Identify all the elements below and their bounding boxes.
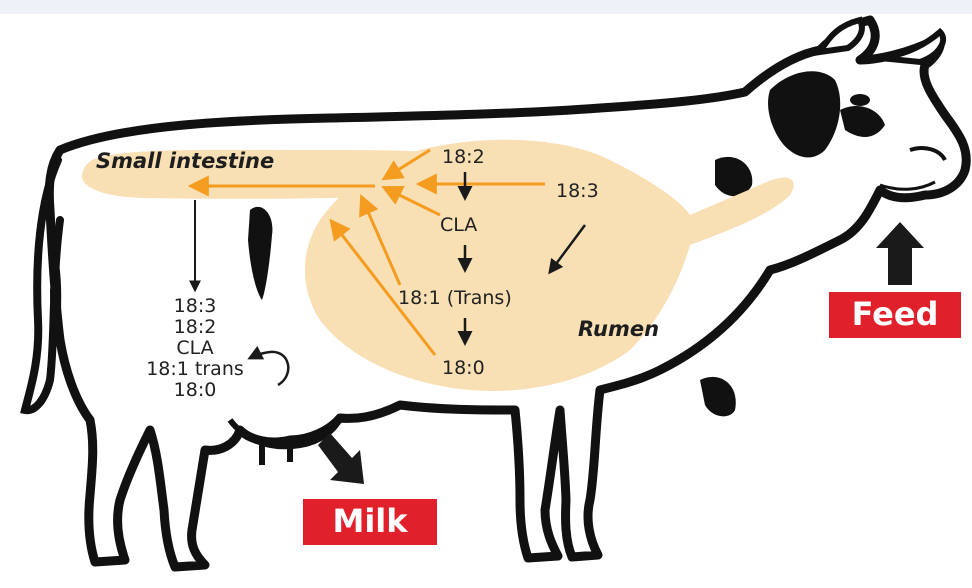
rumen-18-1-trans: 18:1 (Trans): [398, 287, 512, 309]
intestine-fatty-acid-list: 18:3 18:2 CLA 18:1 trans 18:0: [120, 296, 270, 401]
list-item: 18:3: [120, 296, 270, 317]
list-item: CLA: [120, 338, 270, 359]
list-item: 18:2: [120, 317, 270, 338]
milk-arrow: [318, 433, 364, 484]
cow-eye: [850, 94, 870, 106]
cow-spot-leg: [700, 377, 736, 416]
rumen-18-2: 18:2: [442, 146, 485, 168]
feed-arrow: [876, 222, 924, 285]
rumen-18-0: 18:0: [442, 357, 485, 379]
feed-tag: Feed: [829, 292, 961, 338]
small-intestine-label: Small intestine: [96, 150, 274, 172]
rumen-cla: CLA: [440, 214, 477, 236]
rumen-18-3: 18:3: [556, 180, 599, 202]
rumen-label: Rumen: [578, 318, 659, 340]
cow-horn-right: [880, 32, 943, 62]
list-item: 18:1 trans: [120, 359, 270, 380]
milk-tag: Milk: [303, 499, 437, 545]
list-item: 18:0: [120, 380, 270, 401]
top-band: [0, 0, 972, 14]
